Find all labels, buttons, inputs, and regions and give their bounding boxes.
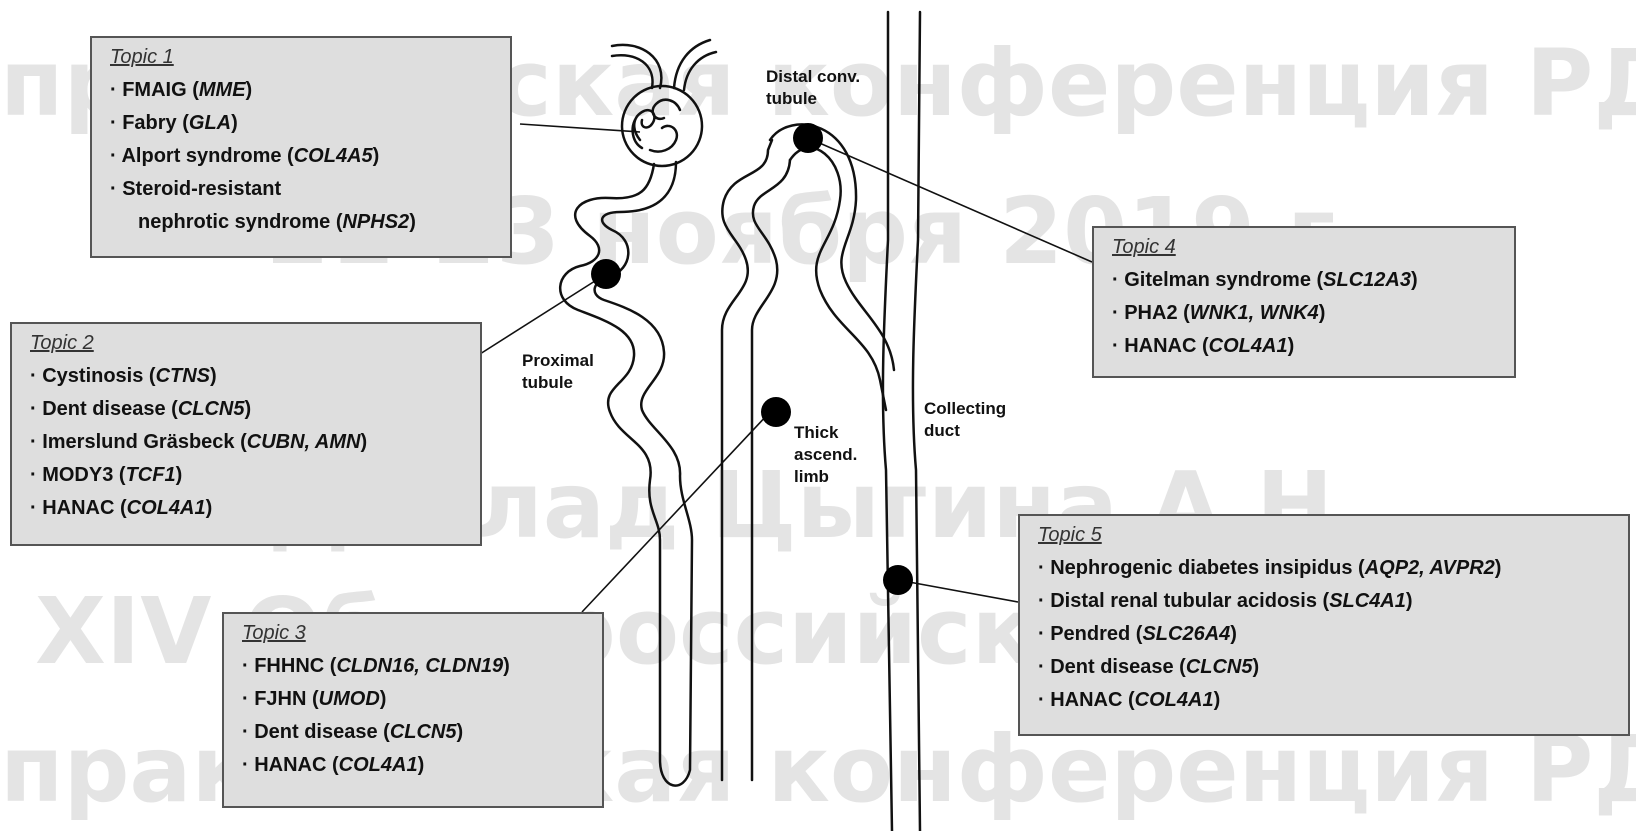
topic-1-item-continuation: nephrotic syndrome (NPHS2) <box>110 206 498 239</box>
marker-distal-tubule <box>793 123 823 153</box>
topic-2-item: · Imerslund Gräsbeck (CUBN, AMN) <box>30 426 468 459</box>
topic-2-item: · MODY3 (TCF1) <box>30 459 468 492</box>
topic-3-title: Topic 3 <box>242 622 590 645</box>
topic-4-box: Topic 4 · Gitelman syndrome (SLC12A3) · … <box>1092 226 1516 378</box>
topic-4-item: · HANAC (COL4A1) <box>1112 330 1502 363</box>
topic-3-item: · FHHNC (CLDN16, CLDN19) <box>242 650 590 683</box>
topic-2-item: · HANAC (COL4A1) <box>30 492 468 525</box>
topic-4-title: Topic 4 <box>1112 236 1502 259</box>
topic-2-item: · Cystinosis (CTNS) <box>30 360 468 393</box>
topic-5-item: · HANAC (COL4A1) <box>1038 684 1616 717</box>
efferent-arteriole <box>674 40 716 90</box>
afferent-arteriole <box>612 45 661 88</box>
topic-4-item: · PHA2 (WNK1, WNK4) <box>1112 297 1502 330</box>
topic-5-box: Topic 5 · Nephrogenic diabetes insipidus… <box>1018 514 1630 736</box>
topic-3-box: Topic 3 · FHHNC (CLDN16, CLDN19) · FJHN … <box>222 612 604 808</box>
topic-1-item: · Fabry (GLA) <box>110 107 498 140</box>
topic-1-item: · FMAIG (MME) <box>110 74 498 107</box>
topic-4-item: · Gitelman syndrome (SLC12A3) <box>1112 264 1502 297</box>
topic-3-item: · HANAC (COL4A1) <box>242 749 590 782</box>
topic-5-item: · Dent disease (CLCN5) <box>1038 651 1616 684</box>
connector-topic-5 <box>898 580 1018 602</box>
marker-proximal-tubule <box>591 259 621 289</box>
topic-1-item: · Alport syndrome (COL4A5) <box>110 140 498 173</box>
topic-2-item: · Dent disease (CLCN5) <box>30 393 468 426</box>
topic-1-item: · Steroid-resistant <box>110 173 498 206</box>
topic-3-item: · FJHN (UMOD) <box>242 683 590 716</box>
glomerulus-capillaries <box>633 100 680 152</box>
topic-5-item: · Nephrogenic diabetes insipidus (AQP2, … <box>1038 552 1616 585</box>
topic-5-item: · Pendred (SLC26A4) <box>1038 618 1616 651</box>
topic-1-box: Topic 1 · FMAIG (MME) · Fabry (GLA) · Al… <box>90 36 512 258</box>
topic-3-item: · Dent disease (CLCN5) <box>242 716 590 749</box>
connector-topic-3 <box>582 412 770 612</box>
topic-5-title: Topic 5 <box>1038 524 1616 547</box>
topic-1-title: Topic 1 <box>110 46 498 69</box>
marker-thick-ascending-limb <box>761 397 791 427</box>
label-distal-tubule: Distal conv.tubule <box>766 66 860 110</box>
collecting-duct <box>883 12 920 831</box>
topic-2-box: Topic 2 · Cystinosis (CTNS) · Dent disea… <box>10 322 482 546</box>
connector-topic-4 <box>808 138 1092 262</box>
marker-collecting-duct <box>883 565 913 595</box>
thick-ascending-limb <box>722 140 790 780</box>
topic-5-item: · Distal renal tubular acidosis (SLC4A1) <box>1038 585 1616 618</box>
topic-2-title: Topic 2 <box>30 332 468 355</box>
